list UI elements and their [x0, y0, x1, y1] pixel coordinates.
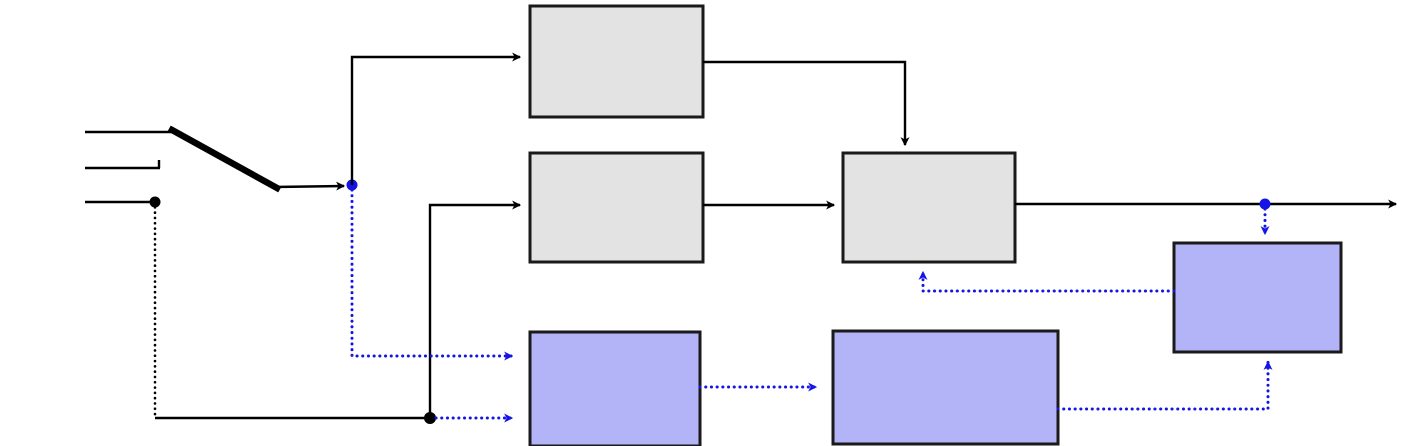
node-output-tap: [1259, 198, 1271, 210]
block-aux-right[interactable]: [1172, 241, 1343, 354]
block-middle[interactable]: [528, 151, 705, 264]
wire-top-block-to-combiner: [703, 60, 910, 147]
node-lower-tap: [424, 412, 436, 424]
switch-blade[interactable]: [167, 125, 282, 193]
selector-switch[interactable]: [167, 125, 282, 193]
switch-output-wire: [273, 181, 346, 191]
blocks-group: [528, 4, 1343, 446]
wire-control-to-aux-left-upper: [350, 188, 514, 361]
wire-aux-right-to-combiner: [918, 270, 1176, 293]
block-top[interactable]: [528, 4, 705, 119]
input-lines-group: [85, 130, 172, 208]
wire-aux-middle-to-aux-right: [1056, 360, 1273, 411]
block-aux-middle[interactable]: [831, 329, 1060, 446]
block-combiner[interactable]: [841, 151, 1017, 264]
wire-junction-to-top-block: [350, 52, 522, 185]
wire-tap-to-middle-block: [428, 200, 522, 418]
block-aux-left[interactable]: [528, 330, 702, 446]
